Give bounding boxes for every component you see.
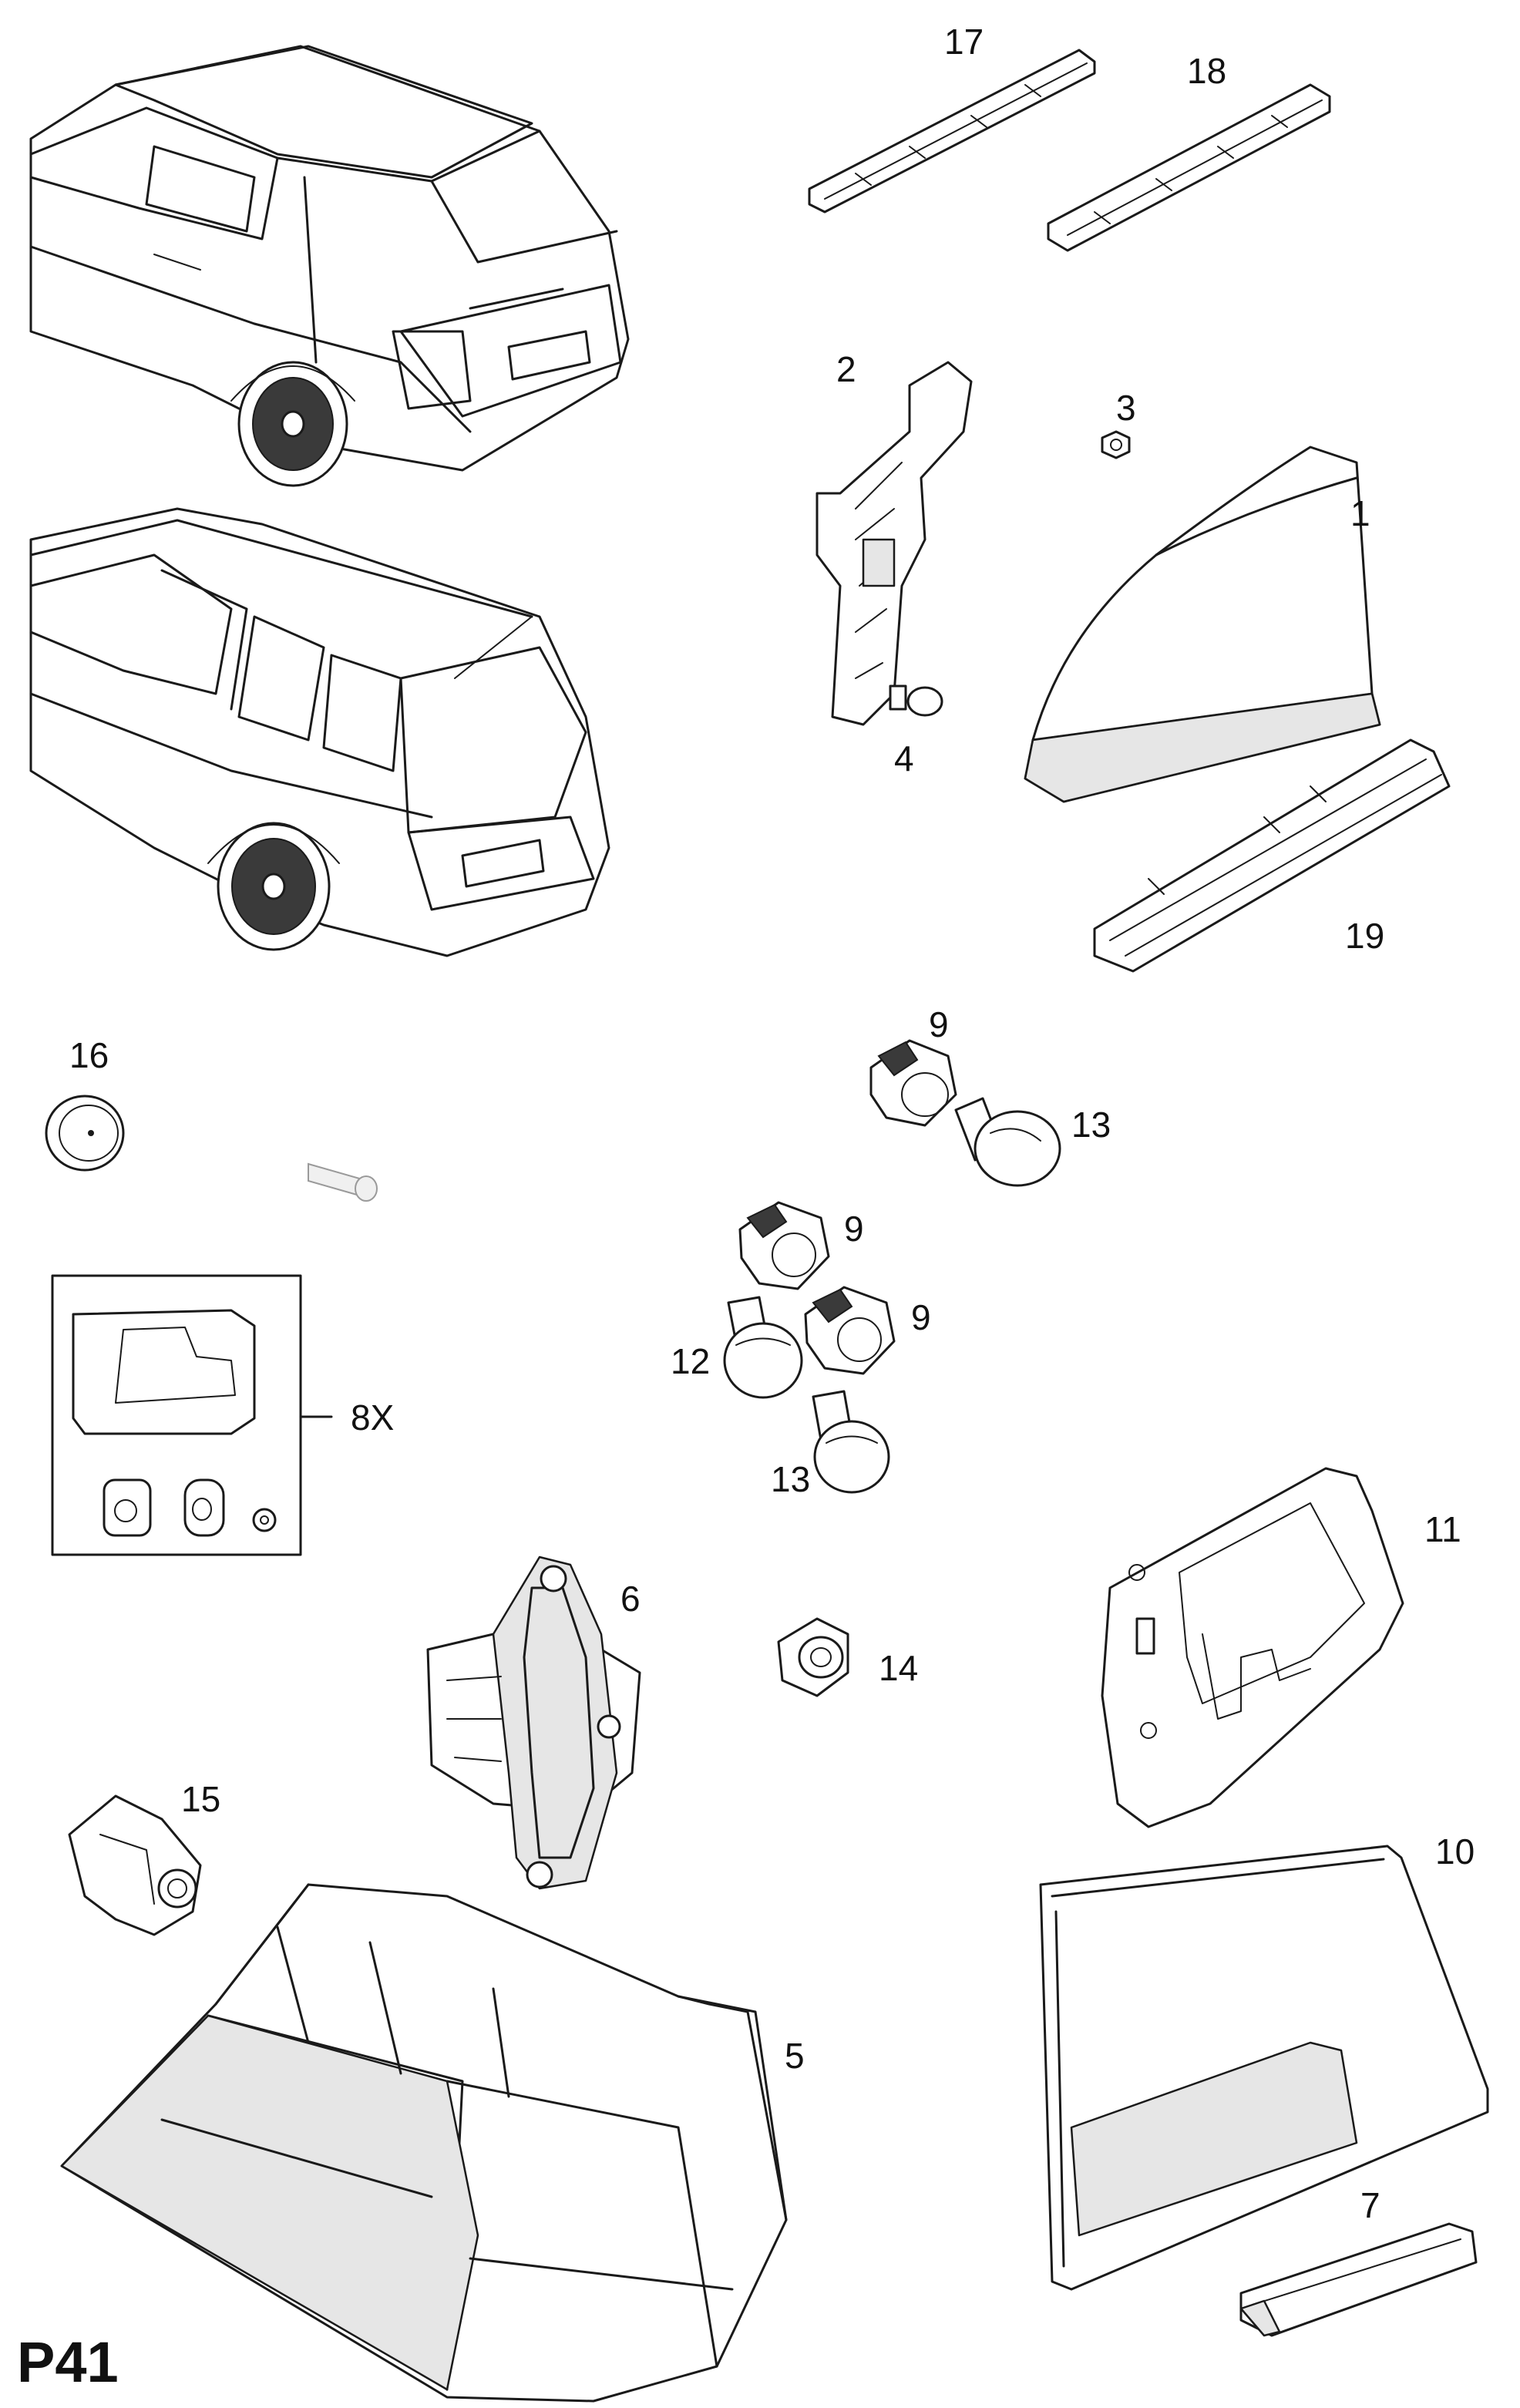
part-13-bulb-lower	[812, 1390, 890, 1494]
part-18-high-mount-stop-lamp	[1047, 83, 1331, 252]
part-15-connector	[68, 1794, 202, 1936]
callout-10: 10	[1435, 1831, 1475, 1872]
part-9-bulb-socket-middle	[738, 1201, 830, 1290]
callout-12: 12	[671, 1341, 710, 1381]
callout-13b: 13	[771, 1459, 810, 1499]
callout-11: 11	[1424, 1509, 1461, 1549]
part-16-grommet	[45, 1095, 125, 1172]
part-10-tailgate-lamp	[1039, 1845, 1489, 2291]
part-9-bulb-socket-upper	[869, 1039, 957, 1127]
callout-15: 15	[181, 1779, 220, 1819]
part-13-bulb-upper	[954, 1097, 1061, 1187]
callout-9a: 9	[929, 1004, 949, 1044]
callout-3: 3	[1116, 388, 1136, 428]
part-8x-gasket-kit	[51, 1274, 333, 1556]
callout-7: 7	[1360, 2185, 1380, 2225]
part-12-bulb	[723, 1296, 803, 1399]
callout-13a: 13	[1071, 1105, 1111, 1145]
callout-17: 17	[944, 22, 984, 62]
part-14-clip-nut	[777, 1617, 849, 1697]
part-11-lamp-gasket	[1101, 1467, 1404, 1828]
callout-8x: 8X	[351, 1397, 394, 1438]
page-code: P41	[17, 2330, 119, 2394]
sedan-vehicle-illustration	[29, 45, 630, 487]
estate-vehicle-illustration	[29, 507, 610, 957]
callout-4: 4	[894, 738, 914, 779]
part-2-bulb-holder-bracket	[815, 361, 973, 726]
callout-9b: 9	[844, 1209, 864, 1249]
callout-2: 2	[836, 349, 856, 389]
screw-illustration	[308, 1162, 378, 1202]
part-7-reflector	[1239, 2222, 1478, 2337]
part-5-tail-lamp-outer	[60, 1883, 788, 2403]
callout-18: 18	[1187, 51, 1226, 91]
part-1-tail-lamp-inner	[1024, 446, 1381, 803]
callout-16: 16	[69, 1035, 109, 1075]
callout-14: 14	[879, 1648, 918, 1688]
callout-5: 5	[785, 2036, 805, 2076]
part-3-nut	[1101, 430, 1131, 459]
callout-19: 19	[1345, 916, 1384, 956]
callout-1: 1	[1350, 493, 1370, 533]
part-6-bulb-carrier	[426, 1555, 641, 1890]
part-4-wedge-bulb	[889, 684, 943, 717]
part-9-bulb-socket-lower	[804, 1286, 896, 1375]
part-17-high-mount-stop-lamp	[808, 49, 1096, 214]
part-19-license-plate-lamp-bar	[1093, 738, 1451, 973]
callout-9c: 9	[911, 1297, 931, 1337]
callout-6: 6	[620, 1579, 641, 1619]
